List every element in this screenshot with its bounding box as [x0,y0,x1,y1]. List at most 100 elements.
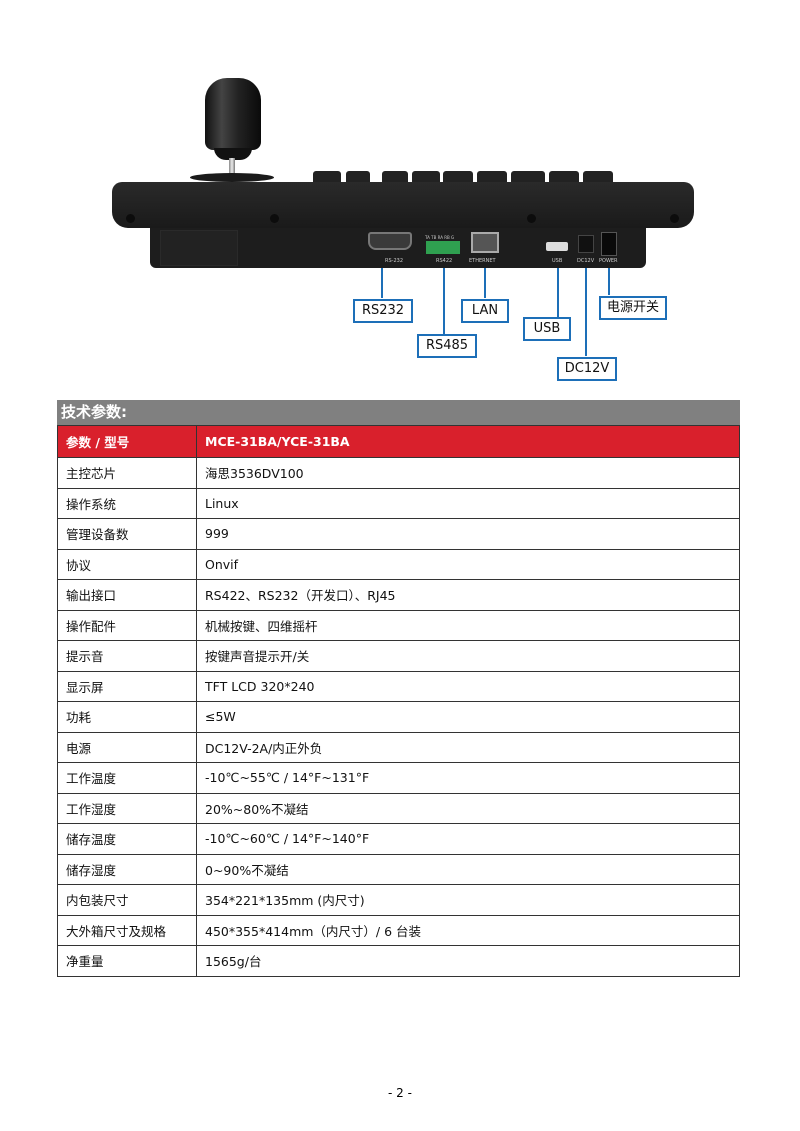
terminal-block-port [426,241,460,254]
param-value: 450*355*414mm（内尺寸）/ 6 台装 [196,914,740,946]
callout-line [557,268,559,317]
key [346,171,370,182]
panel-cover [160,230,238,266]
spec-table: 参数 / 型号 MCE-31BA/YCE-31BA 主控芯片海思3536DV10… [57,425,740,977]
callout-lan: LAN [461,299,509,323]
param-name: 管理设备数 [57,518,197,550]
keyboard-body [112,182,694,228]
param-value: TFT LCD 320*240 [196,670,740,702]
joystick-shaft [229,158,235,178]
table-row: 提示音按键声音提示开/关 [57,640,740,672]
callout-line [484,268,486,298]
param-value: Onvif [196,548,740,580]
rs232-port-label: RS-232 [385,258,403,264]
param-value: 0~90%不凝结 [196,853,740,885]
param-name: 主控芯片 [57,457,197,489]
ethernet-port [471,232,499,253]
callout-usb: USB [523,317,571,341]
table-row: 储存温度-10℃~60℃ / 14°F~140°F [57,823,740,855]
param-value: -10℃~60℃ / 14°F~140°F [196,823,740,855]
param-value: 20%~80%不凝结 [196,792,740,824]
callout-line [585,268,587,356]
param-name: 储存湿度 [57,853,197,885]
param-value: 999 [196,518,740,550]
param-name: 操作系统 [57,487,197,519]
callout-line [381,268,383,298]
param-name: 电源 [57,731,197,763]
key [313,171,341,182]
table-row: 功耗≤5W [57,701,740,733]
power-port-label: POWER [599,258,618,264]
param-name: 储存温度 [57,823,197,855]
param-value: 海思3536DV100 [196,457,740,489]
param-value: 354*221*135mm (内尺寸) [196,884,740,916]
table-row: 主控芯片海思3536DV100 [57,457,740,489]
param-value: DC12V-2A/内正外负 [196,731,740,763]
param-value: 按键声音提示开/关 [196,640,740,672]
page-number: - 2 - [388,1086,412,1100]
param-name: 净重量 [57,945,197,977]
ethernet-port-label: ETHERNET [469,258,496,264]
param-value: 机械按键、四维摇杆 [196,609,740,641]
param-name: 功耗 [57,701,197,733]
screw [527,214,536,223]
param-value: Linux [196,487,740,519]
param-name: 内包装尺寸 [57,884,197,916]
usb-port-label: USB [552,258,563,264]
power-switch [601,232,617,256]
param-name: 协议 [57,548,197,580]
screw [126,214,135,223]
key [583,171,613,182]
param-value: RS422、RS232（开发口）、RJ45 [196,579,740,611]
rs422-pin-labels: TA TB RA RB G [425,235,455,240]
header-model: MCE-31BA/YCE-31BA [196,425,740,458]
param-value: 1565g/台 [196,945,740,977]
key [511,171,545,182]
param-name: 提示音 [57,640,197,672]
joystick-neck [214,148,252,160]
callout-power-switch: 电源开关 [599,296,667,320]
joystick-knob [205,78,261,150]
callout-line [443,268,445,334]
rs422-port-label: RS422 [436,258,453,264]
callout-dc12v: DC12V [557,357,617,381]
key [549,171,579,182]
section-title: 技术参数: [57,400,740,425]
table-header-row: 参数 / 型号 MCE-31BA/YCE-31BA [57,425,740,458]
key [412,171,440,182]
param-name: 操作配件 [57,609,197,641]
callout-rs485: RS485 [417,334,477,358]
table-row: 操作配件机械按键、四维摇杆 [57,609,740,641]
param-name: 显示屏 [57,670,197,702]
joystick-base [190,173,274,182]
callout-rs232: RS232 [353,299,413,323]
screw [670,214,679,223]
param-name: 大外箱尺寸及规格 [57,914,197,946]
key [443,171,473,182]
key [477,171,507,182]
dc-jack [578,235,594,253]
usb-port [546,242,568,251]
key [382,171,408,182]
db9-port [368,232,412,250]
param-value: -10℃~55℃ / 14°F~131°F [196,762,740,794]
header-param: 参数 / 型号 [57,425,197,458]
screw [270,214,279,223]
param-name: 工作湿度 [57,792,197,824]
param-name: 输出接口 [57,579,197,611]
callout-line [608,268,610,295]
table-row: 工作温度-10℃~55℃ / 14°F~131°F [57,762,740,794]
param-name: 工作温度 [57,762,197,794]
